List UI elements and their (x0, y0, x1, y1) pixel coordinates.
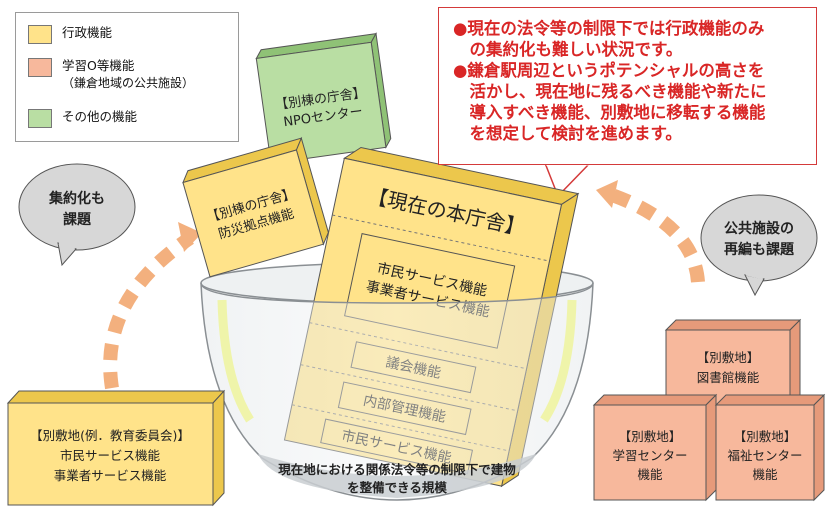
legend-label: その他の機能 (62, 109, 138, 124)
bubble-left: 集約化も 課題 (18, 163, 136, 267)
bubble-right: 公共施設の 再編も課題 (700, 194, 818, 297)
arrow-right (596, 180, 705, 283)
site-welfare-line2: 福祉センター (727, 448, 802, 463)
callout-line: 導入すべき機能、別敷地に移転する機能 (453, 103, 766, 122)
callout-line: ●鎌倉駅周辺というポテンシャルの高さを (453, 61, 765, 80)
legend-swatch-admin (28, 25, 52, 44)
callout-line: 活かし、現在地に残るべき機能や新たに (453, 82, 767, 101)
left-site-block: 【別敷地(例．教育委員会)】 市民サービス機能 事業者サービス機能 (6, 389, 226, 507)
site-library-line2: 図書館機能 (697, 370, 760, 385)
legend-item-admin: 行政機能 (28, 25, 112, 44)
legend-swatch-other (28, 109, 52, 128)
legend-label: 行政機能 (62, 25, 113, 40)
site-learning-block: 【別敷地】 学習センター 機能 (592, 393, 718, 502)
site-learning-line3: 機能 (637, 467, 663, 482)
legend-item-other: その他の機能 (28, 109, 137, 128)
site-library-line1: 【別敷地】 (697, 350, 760, 365)
bubble-right-line2: 再編も課題 (724, 241, 795, 258)
legend: 行政機能 学習O等機能 （鎌倉地域の公共施設） その他の機能 (15, 12, 239, 142)
arrow-left (103, 222, 202, 390)
bowl-caption-line1: 現在地における関係法令等の制限下で建物 (278, 462, 516, 477)
left-site-line1: 【別敷地(例．教育委員会)】 (30, 428, 190, 443)
legend-label: 学習O等機能 (62, 58, 135, 73)
bubble-left-line2: 課題 (63, 211, 92, 228)
left-site-line3: 事業者サービス機能 (54, 468, 167, 483)
site-welfare-line1: 【別敷地】 (734, 429, 797, 444)
annex-disaster-block: 【別棟の庁舎】 防災拠点機能 (182, 136, 329, 278)
legend-sublabel: （鎌倉地域の公共施設） (62, 76, 195, 90)
bubble-left-line1: 集約化も (48, 190, 105, 207)
bubble-right-line1: 公共施設の (724, 220, 794, 237)
callout-box: ●現在の法令等の制限下では行政機能のみ の集約化も難しい状況です。 ●鎌倉駅周辺… (438, 7, 817, 165)
site-welfare-line3: 機能 (752, 467, 778, 482)
legend-item-learning: 学習O等機能 （鎌倉地域の公共施設） (28, 58, 194, 91)
site-welfare-block: 【別敷地】 福祉センター 機能 (714, 393, 826, 502)
bowl-front: 現在地における関係法令等の制限下で建物 を整備できる規模 (200, 282, 594, 501)
annex-npo-block: 【別棟の庁舎】 NPOセンター (255, 32, 392, 165)
bowl-caption-line2: を整備できる規模 (347, 480, 447, 495)
site-learning-line2: 学習センター (612, 448, 687, 463)
callout-line: ●現在の法令等の制限下では行政機能のみ (453, 19, 765, 38)
left-site-line2: 市民サービス機能 (60, 448, 161, 463)
callout-line: を想定して検討を進めます。 (453, 124, 682, 143)
legend-swatch-learning (28, 58, 52, 77)
site-learning-line1: 【別敷地】 (619, 429, 682, 444)
callout-line: の集約化も難しい状況です。 (453, 40, 683, 59)
